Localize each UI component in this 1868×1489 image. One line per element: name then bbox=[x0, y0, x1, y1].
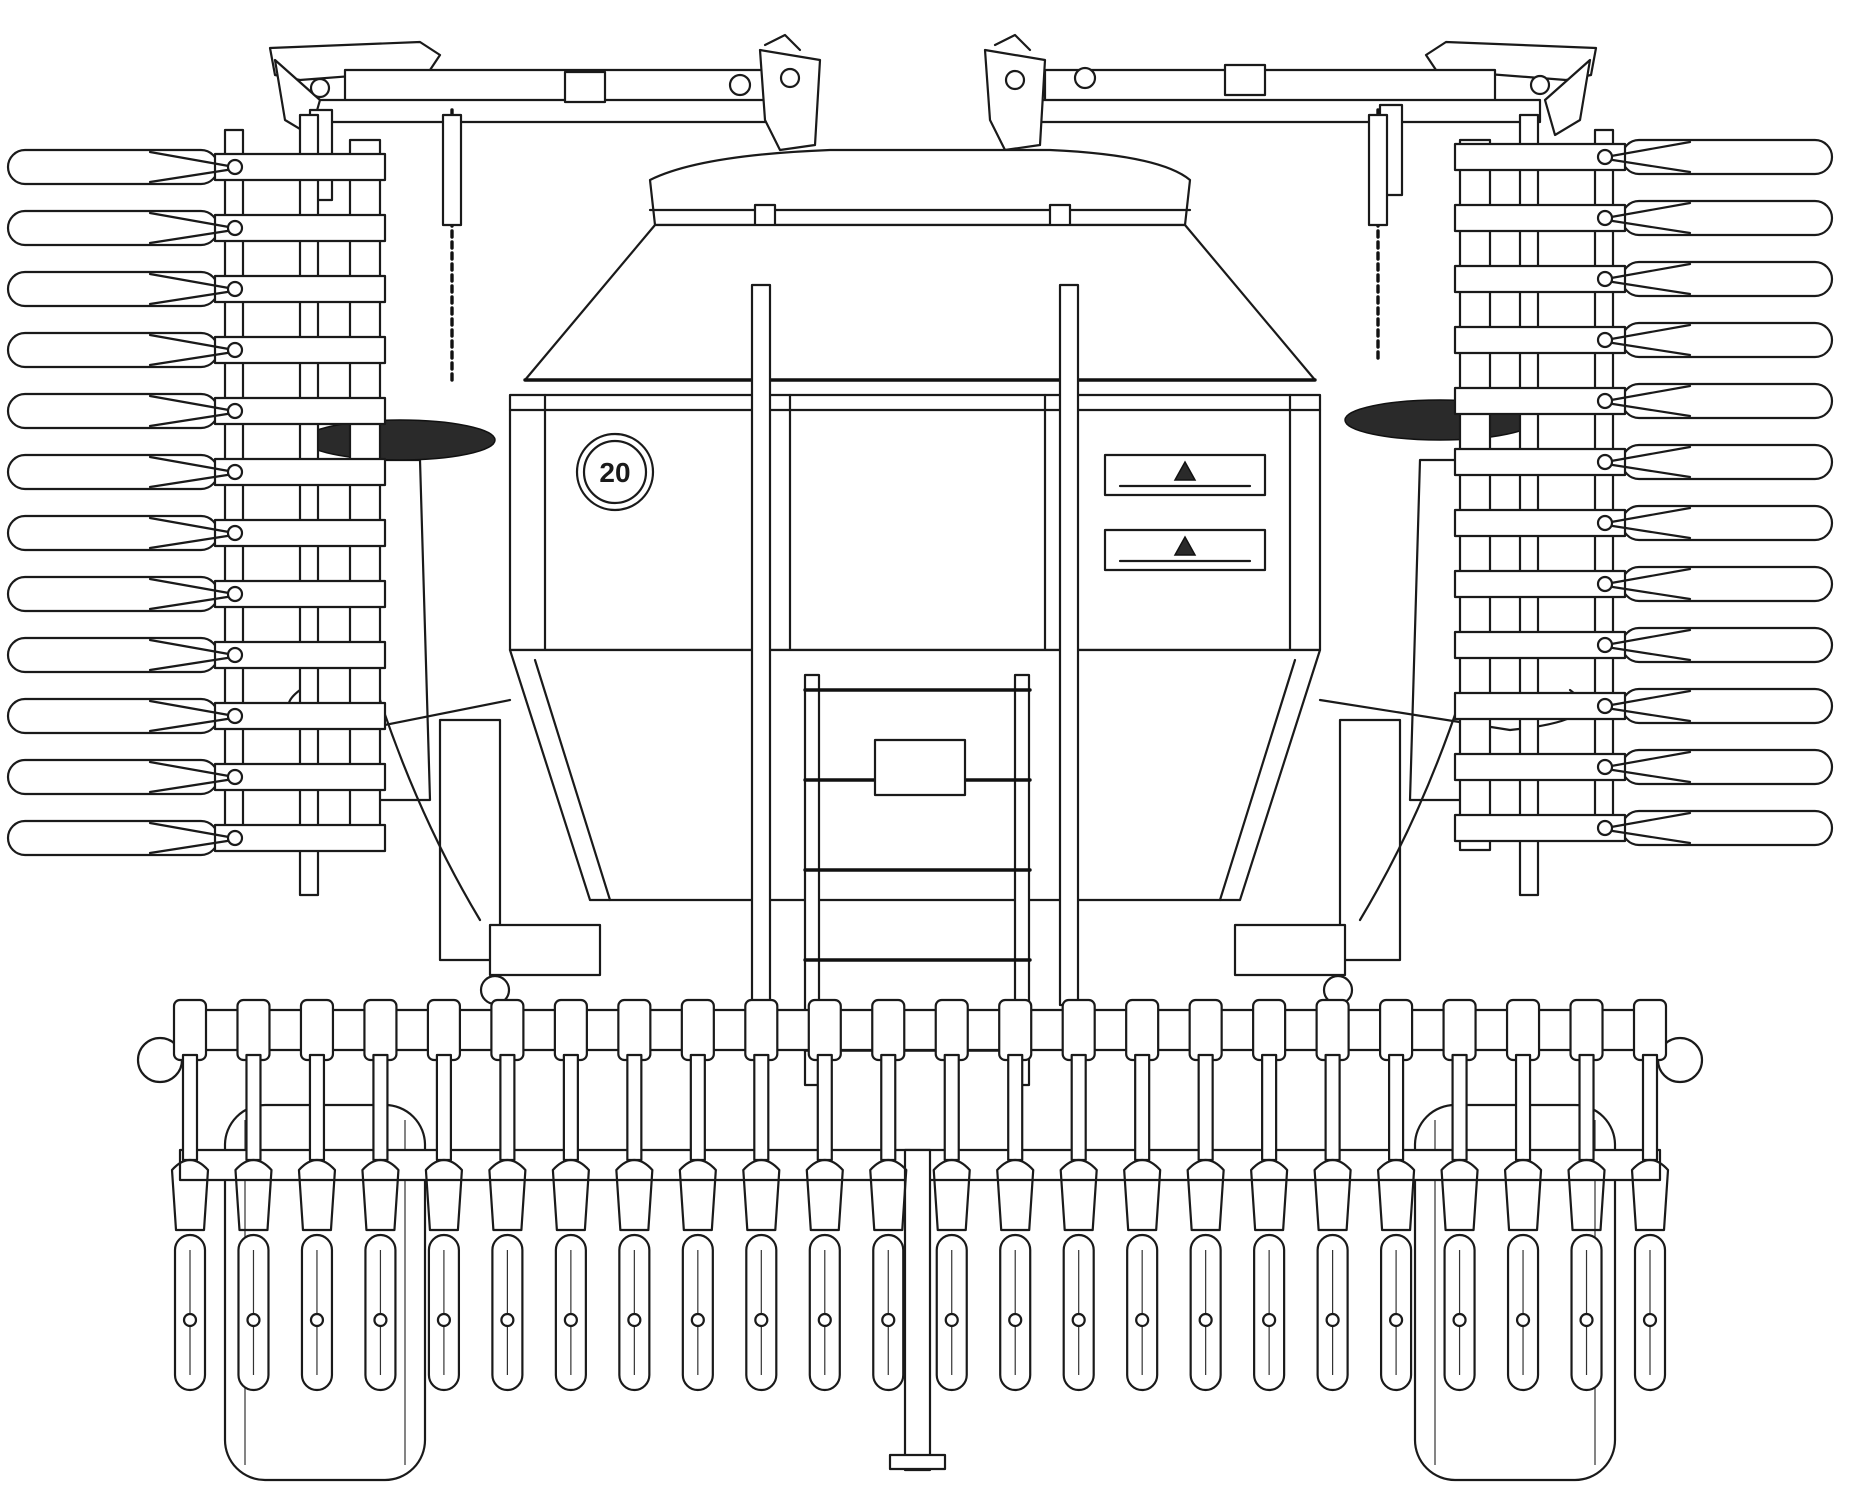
rear-coulter-unit bbox=[551, 998, 590, 1392]
right-wing-unit bbox=[1453, 565, 1834, 603]
rear-coulter-unit bbox=[1567, 998, 1606, 1392]
left-marker-disc bbox=[304, 419, 496, 461]
left-folding-arm bbox=[268, 33, 822, 202]
rear-coulter-unit bbox=[361, 998, 400, 1392]
rear-coulter-unit bbox=[1250, 998, 1289, 1392]
rear-coulter-unit bbox=[1186, 998, 1225, 1392]
left-wing-unit bbox=[6, 270, 387, 308]
left-wing-unit bbox=[6, 514, 387, 552]
right-wing-unit bbox=[1453, 321, 1834, 359]
right-wing-unit bbox=[1453, 138, 1834, 176]
right-wing-unit bbox=[1453, 199, 1834, 237]
rear-toolbar bbox=[136, 1008, 1704, 1472]
rear-coulter-unit bbox=[1440, 998, 1479, 1392]
right-wing-unit bbox=[1453, 748, 1834, 786]
rear-coulter-row bbox=[170, 998, 1670, 1392]
hopper-access-ladder bbox=[750, 283, 1080, 1087]
left-folded-wing bbox=[6, 113, 387, 897]
rear-coulter-unit bbox=[1376, 998, 1416, 1392]
right-wing-unit bbox=[1453, 382, 1834, 420]
seed-hopper bbox=[508, 223, 1322, 902]
left-wing-unit bbox=[6, 697, 387, 735]
left-wing-unit bbox=[6, 209, 387, 247]
warning-sign-lower bbox=[1103, 528, 1267, 572]
right-wing-unit bbox=[1453, 260, 1834, 298]
rear-coulter-unit bbox=[1503, 998, 1543, 1392]
rear-coulter-unit bbox=[678, 998, 717, 1392]
rear-coulter-unit bbox=[297, 998, 337, 1392]
rear-coulter-unit bbox=[1123, 998, 1162, 1392]
rear-coulter-unit bbox=[234, 998, 273, 1392]
right-wing-unit bbox=[1453, 687, 1834, 725]
left-safety-chain bbox=[441, 108, 463, 382]
badge-number: 20 bbox=[599, 457, 630, 488]
right-wing-unit bbox=[1453, 809, 1834, 847]
rear-coulter-unit bbox=[869, 998, 908, 1392]
rear-coulter-unit bbox=[805, 998, 844, 1392]
hopper-capacity-badge: 20 bbox=[575, 432, 655, 512]
right-folded-wing bbox=[1453, 113, 1834, 897]
left-wing-unit bbox=[6, 148, 387, 186]
right-wing-unit bbox=[1453, 443, 1834, 481]
rear-coulter-unit bbox=[615, 998, 654, 1392]
left-wing-unit bbox=[6, 758, 387, 796]
right-wing-unit bbox=[1453, 504, 1834, 542]
left-wing-unit bbox=[6, 453, 387, 491]
right-wing-unit bbox=[1453, 626, 1834, 664]
rear-coulter-unit bbox=[1313, 998, 1352, 1392]
rear-coulter-unit bbox=[932, 998, 971, 1392]
right-folding-arm bbox=[983, 33, 1598, 197]
rear-coulter-unit bbox=[1630, 998, 1670, 1392]
rear-coulter-unit bbox=[1059, 998, 1098, 1392]
left-wing-unit bbox=[6, 636, 387, 674]
rear-coulter-unit bbox=[742, 998, 781, 1392]
rear-coulter-unit bbox=[488, 998, 527, 1392]
rear-coulter-unit bbox=[424, 998, 464, 1392]
left-wing-unit bbox=[6, 819, 387, 857]
rear-coulter-unit bbox=[170, 998, 210, 1392]
left-wing-unit bbox=[6, 575, 387, 613]
right-safety-chain bbox=[1367, 108, 1389, 362]
left-wing-unit bbox=[6, 392, 387, 430]
rear-coulter-unit bbox=[996, 998, 1035, 1392]
warning-sign-upper bbox=[1103, 453, 1267, 497]
left-wing-unit bbox=[6, 331, 387, 369]
